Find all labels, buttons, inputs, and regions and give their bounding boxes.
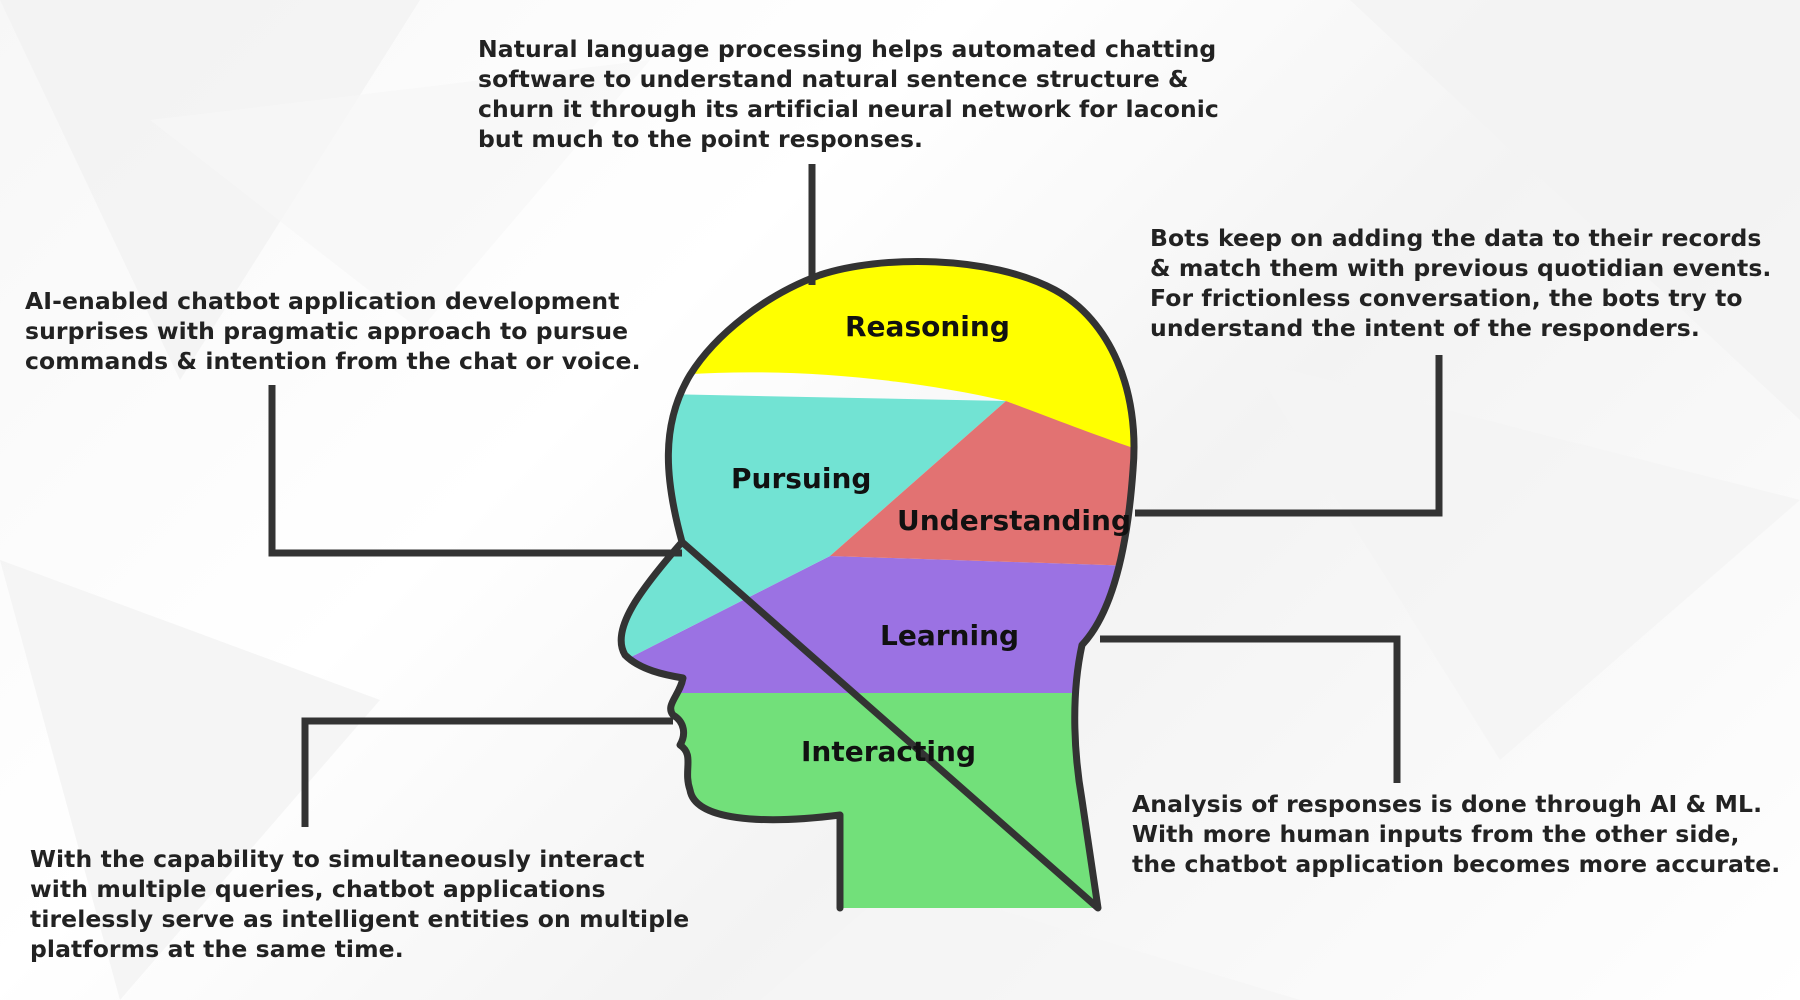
understanding-region: [830, 401, 1135, 568]
connector-queries: [301, 717, 673, 827]
learning-region: [621, 556, 1135, 693]
reasoning-label: Reasoning: [845, 310, 1010, 343]
connector-bots: [1135, 355, 1443, 517]
pursuing-label: Pursuing: [731, 462, 871, 495]
connector-analysis: [1100, 635, 1401, 783]
analysis-description: Analysis of responses is done through AI…: [1132, 790, 1781, 878]
ai-enabled-description: AI-enabled chatbot application developme…: [25, 287, 641, 375]
bots-description: Bots keep on adding the data to their re…: [1150, 224, 1772, 342]
head-regions: [621, 261, 1135, 908]
head-outline: [617, 257, 1138, 912]
queries-description: With the capability to simultaneously in…: [30, 845, 690, 963]
interacting-label: Interacting: [801, 735, 976, 768]
connector-lines: [268, 164, 1443, 827]
learning-label: Learning: [880, 619, 1019, 652]
connector-ai-enabled: [268, 385, 682, 557]
understanding-label: Understanding: [897, 504, 1131, 537]
nlp-description: Natural language processing helps automa…: [478, 35, 1219, 153]
